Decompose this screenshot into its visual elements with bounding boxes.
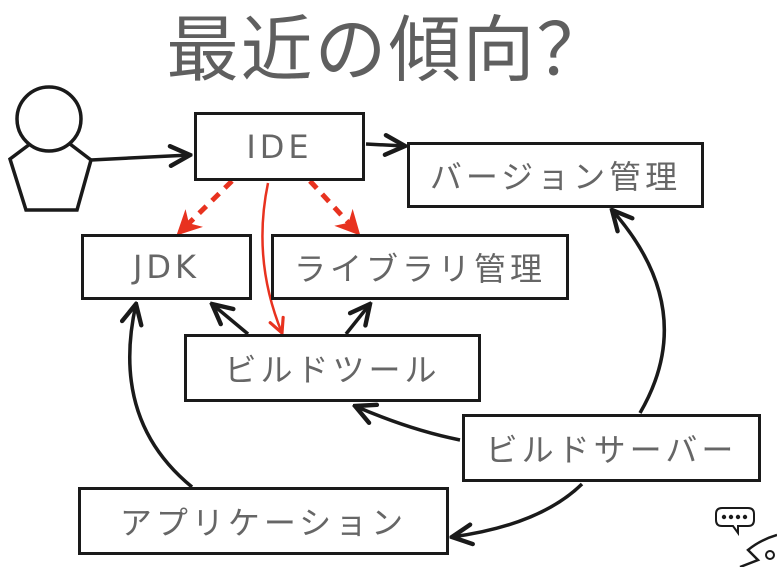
- node-ide[interactable]: IDE: [194, 112, 365, 181]
- node-label: ビルドサーバー: [485, 431, 738, 469]
- node-label: IDE: [246, 127, 313, 166]
- node-build-tool[interactable]: ビルドツール: [184, 334, 481, 402]
- edge-application-jdk: [130, 304, 194, 489]
- edge-ide-library: [308, 179, 361, 236]
- node-version-control[interactable]: バージョン管理: [407, 142, 704, 208]
- edge-build-server-version-control: [612, 210, 666, 414]
- edge-build-tool-library: [344, 304, 370, 336]
- edge-user-ide: [90, 155, 190, 160]
- node-label: JDK: [132, 248, 201, 286]
- node-jdk[interactable]: JDK: [81, 234, 252, 300]
- edge-ide-build-tool: [261, 182, 282, 333]
- slide-title: 最近の傾向？: [166, 8, 611, 92]
- speech-bubble-icon: [715, 507, 777, 567]
- edge-build-server-build-tool: [355, 406, 461, 442]
- node-application[interactable]: アプリケーション: [78, 487, 449, 555]
- node-library-management[interactable]: ライブラリ管理: [271, 234, 569, 300]
- node-label: アプリケーション: [119, 504, 408, 542]
- edge-build-tool-jdk: [212, 304, 250, 336]
- node-label: バージョン管理: [429, 158, 682, 196]
- node-build-server[interactable]: ビルドサーバー: [462, 414, 761, 482]
- node-label: ビルドツール: [224, 351, 441, 389]
- user-icon: [7, 85, 94, 212]
- node-label: ライブラリ管理: [293, 250, 546, 288]
- edge-ide-version-control: [365, 144, 405, 146]
- edge-build-server-application: [452, 482, 584, 537]
- edge-ide-jdk: [176, 179, 234, 236]
